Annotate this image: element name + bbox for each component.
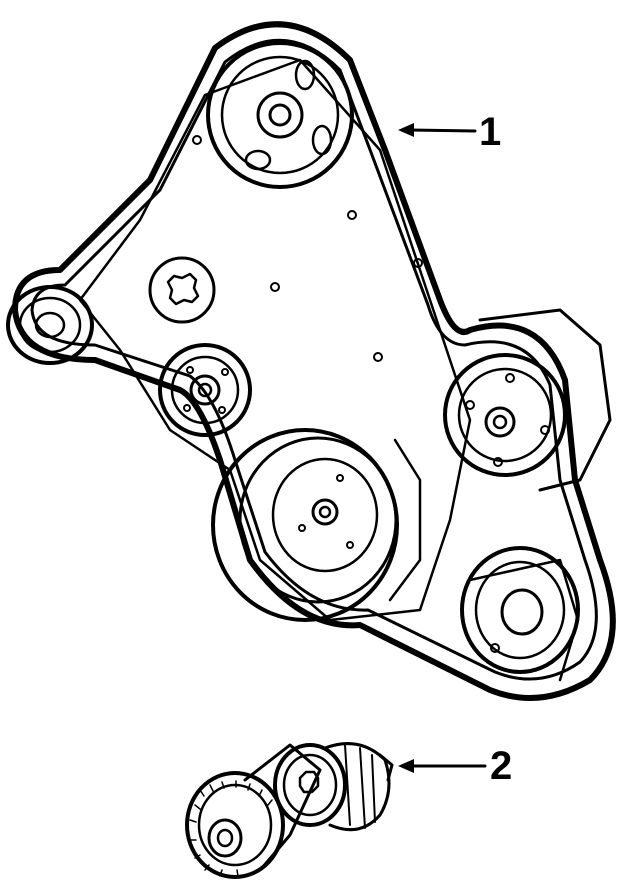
crank-pulley [6, 285, 94, 365]
large-pulley [211, 428, 422, 622]
splined-hub [148, 256, 216, 324]
small-idler-pulley [158, 343, 252, 437]
callout-1-label: 1 [479, 110, 502, 154]
bolt-holes [192, 135, 423, 362]
callout-2-label: 2 [490, 744, 513, 788]
top-idler-pulley [206, 41, 354, 189]
right-accessory-pulley [443, 308, 612, 492]
serpentine-belt [12, 21, 616, 701]
callout-2-arrow [398, 759, 487, 773]
alternator-pulley [460, 546, 580, 682]
engine-cover-plate [78, 58, 472, 622]
belt-tensioner [185, 742, 394, 879]
callout-1-arrow [398, 123, 477, 137]
